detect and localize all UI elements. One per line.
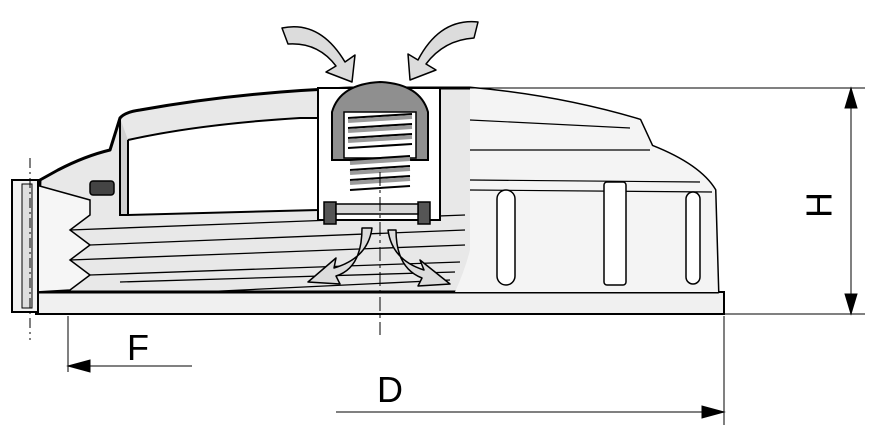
inner-wall-left bbox=[119, 118, 129, 216]
thread-label: F bbox=[127, 327, 149, 368]
cap-outer-skirt bbox=[455, 88, 718, 292]
grip-rib bbox=[685, 191, 701, 285]
valve-seat-right bbox=[417, 201, 431, 225]
valve-spring bbox=[347, 113, 413, 191]
inflow-right-arrow-icon bbox=[407, 20, 479, 81]
thread-lines bbox=[69, 214, 466, 293]
valve-seat-left bbox=[323, 201, 337, 225]
outflow-right-arrow-icon bbox=[387, 229, 451, 287]
outflow-left-arrow-icon bbox=[307, 227, 373, 285]
grip-rib bbox=[603, 181, 627, 286]
grip-ribs bbox=[496, 181, 701, 286]
inner-chamber-left bbox=[127, 117, 319, 217]
valve-plate bbox=[335, 203, 419, 215]
skirt-contour-top bbox=[469, 119, 713, 193]
inflow-left-arrow-icon bbox=[281, 26, 356, 83]
seal-ring-inner bbox=[21, 183, 33, 309]
diameter-dimension bbox=[336, 316, 726, 425]
gasket bbox=[89, 180, 115, 196]
threaded-neck bbox=[35, 184, 92, 293]
thread-dimension bbox=[29, 158, 192, 373]
height-label: H bbox=[799, 192, 840, 218]
grip-rib bbox=[496, 189, 516, 286]
height-dimension bbox=[440, 86, 865, 316]
diameter-label: D bbox=[377, 369, 403, 410]
